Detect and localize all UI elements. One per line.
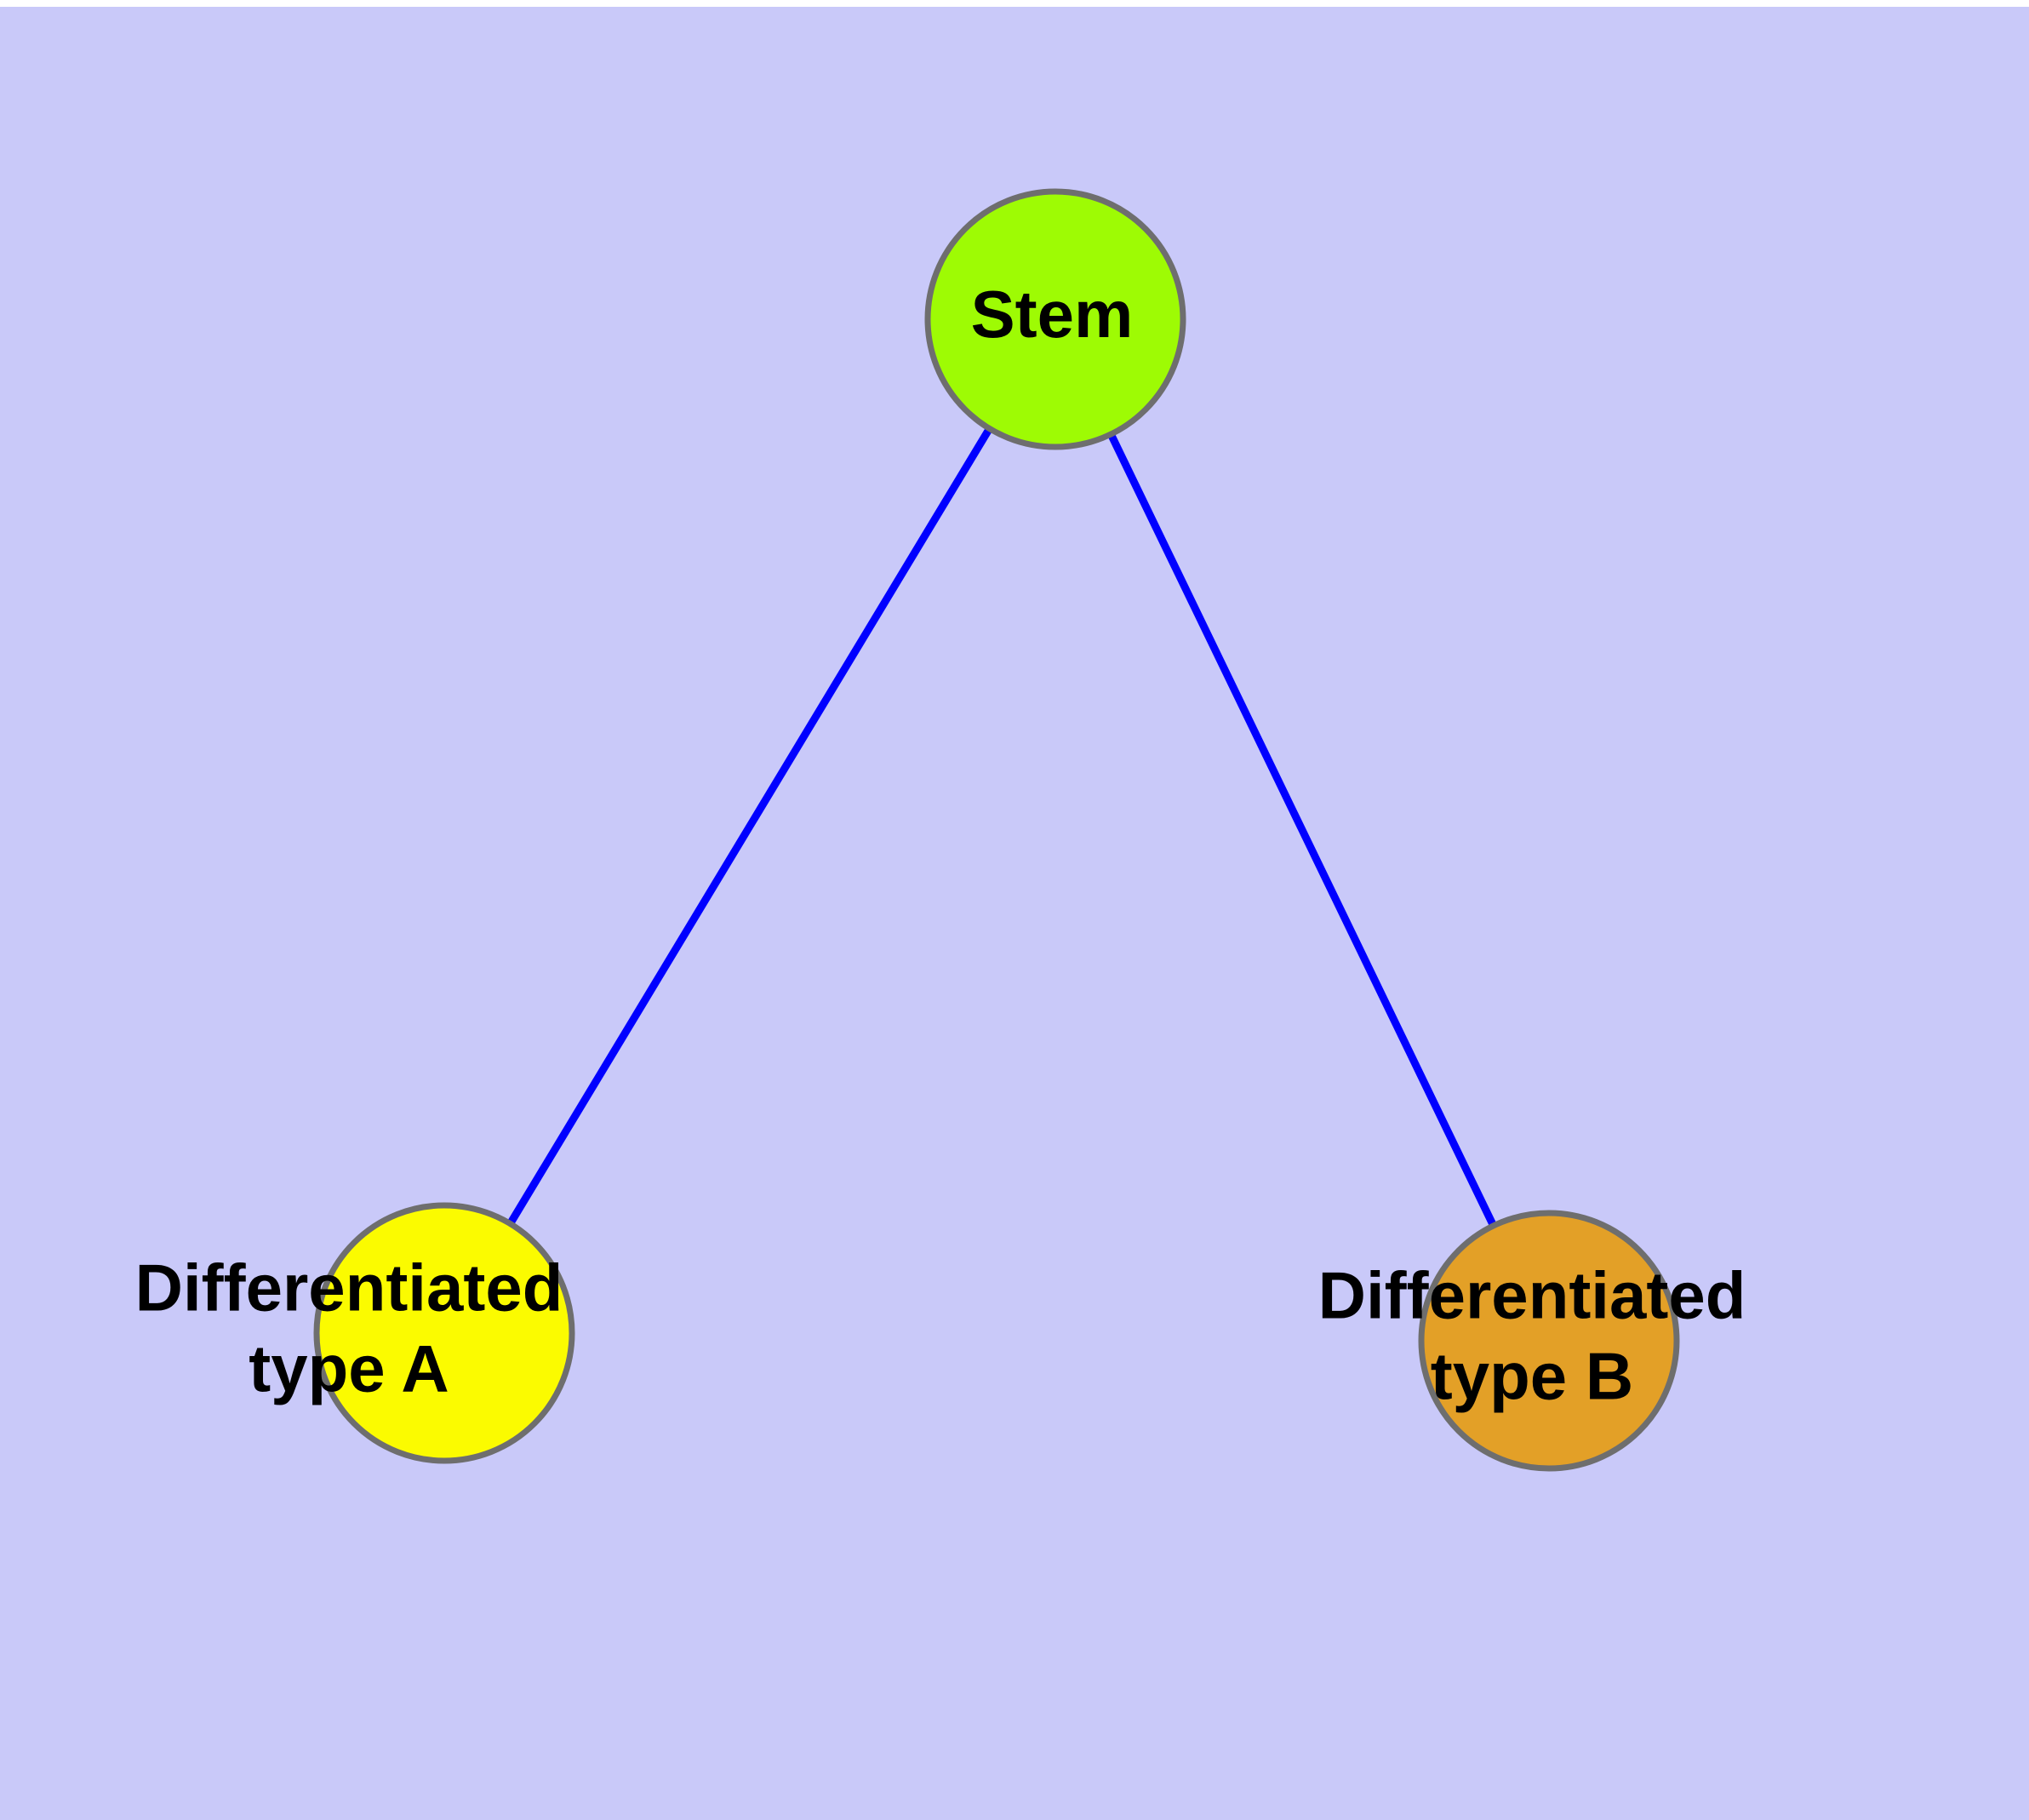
node-label-line: Differentiated	[1318, 1257, 1746, 1332]
edge-stem-to-b[interactable]	[1106, 431, 1498, 1229]
nodes-layer	[313, 188, 1680, 1472]
node-label-stem: Stem	[971, 277, 1134, 352]
edge-stem-to-a[interactable]	[506, 425, 994, 1228]
node-diff_a[interactable]	[313, 1202, 575, 1464]
edges-layer	[506, 425, 1498, 1229]
node-label-line: Differentiated	[135, 1250, 563, 1325]
node-diff_b[interactable]	[1418, 1210, 1680, 1472]
node-label-line: Stem	[971, 277, 1134, 352]
node-label-line: type B	[1431, 1338, 1633, 1413]
node-stem[interactable]	[924, 188, 1186, 450]
node-label-line: type A	[249, 1331, 449, 1405]
